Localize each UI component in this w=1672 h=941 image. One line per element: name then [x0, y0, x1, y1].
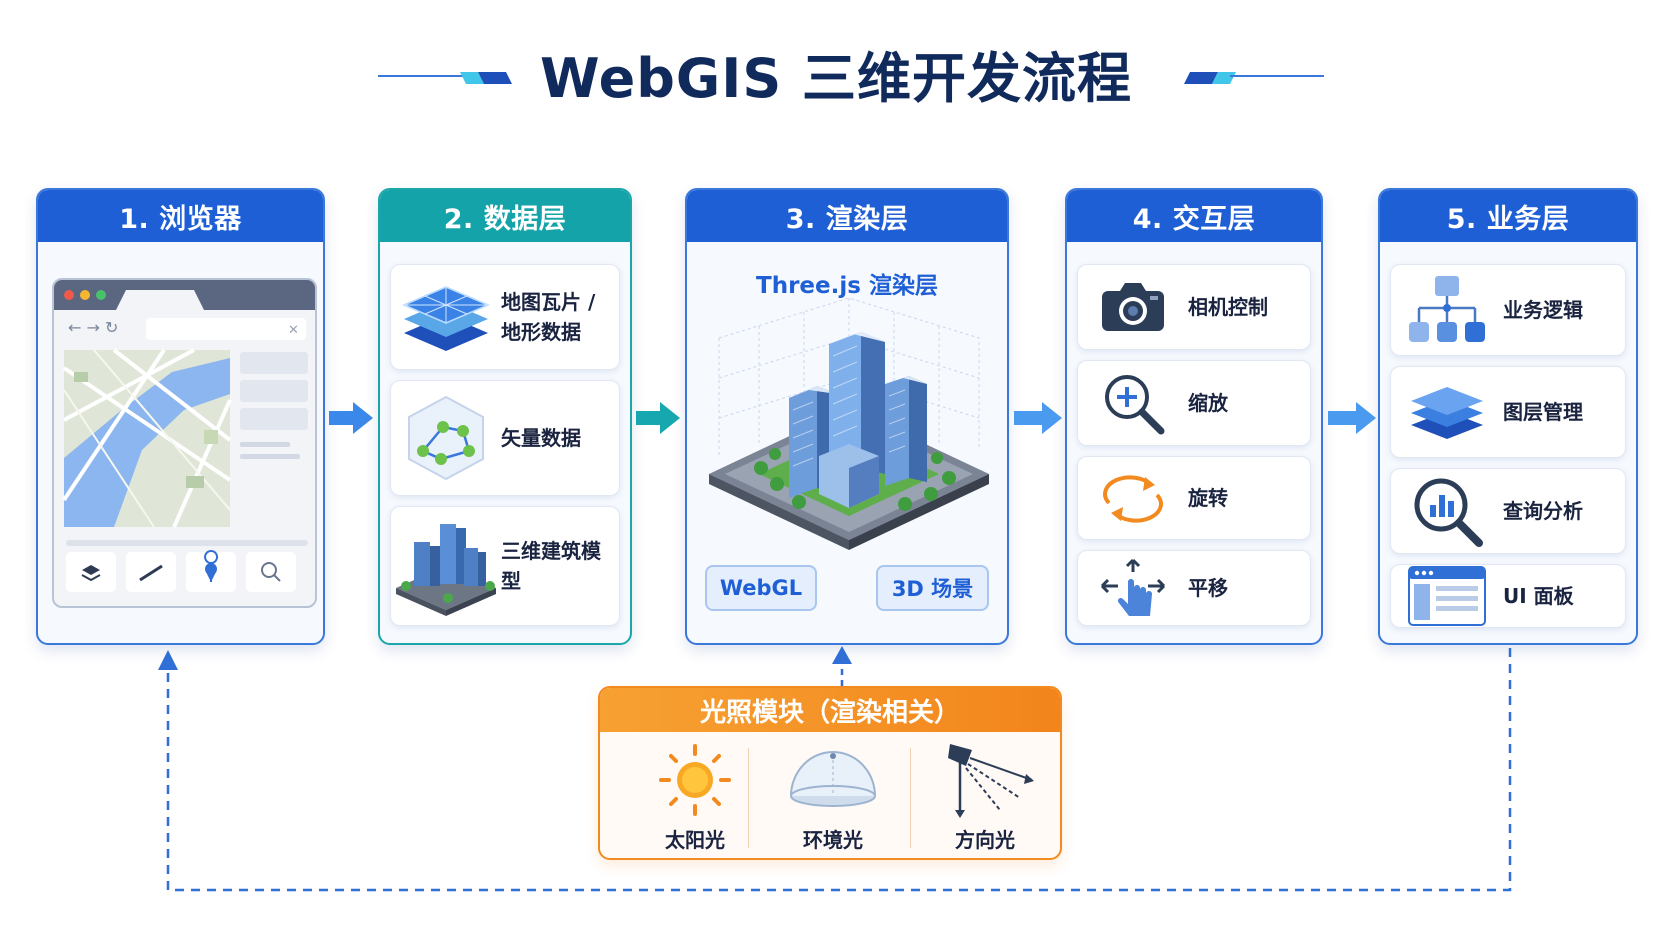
- ambient-light-label: 环境光: [803, 828, 863, 852]
- svg-text:✕: ✕: [288, 323, 299, 338]
- panel-business-layer: 5. 业务层 业务逻辑 图层管理: [1378, 188, 1638, 645]
- camera-icon: [1078, 281, 1188, 333]
- ui-panel-label: UI 面板: [1503, 584, 1574, 608]
- pan-hand-icon: [1078, 556, 1188, 620]
- arrow-interaction-to-business: [1328, 402, 1376, 434]
- spotlight-icon: [948, 744, 1034, 818]
- buildings-icon: [391, 516, 501, 616]
- card-3d-buildings[interactable]: 三维建筑模型: [390, 506, 620, 626]
- render-subtitle: Three.js 渲染层: [756, 273, 938, 299]
- directional-light-label: 方向光: [955, 828, 1015, 852]
- sun-light-label: 太阳光: [665, 828, 725, 852]
- ui-window-icon: [1391, 566, 1503, 626]
- panel-render-layer: 3. 渲染层 Three.js 渲染层: [685, 188, 1009, 645]
- vector-nodes-icon: [391, 393, 501, 483]
- panel-data-header: 2. 数据层: [380, 190, 630, 242]
- page-title: WebGIS 三维开发流程: [539, 47, 1133, 110]
- panel-browser-header: 1. 浏览器: [38, 190, 323, 242]
- hierarchy-icon: [1391, 274, 1503, 346]
- 3d-scene-pill[interactable]: 3D 场景: [876, 565, 989, 611]
- light-item-ambient[interactable]: 环境光: [758, 738, 908, 856]
- card-zoom[interactable]: 缩放: [1077, 360, 1311, 446]
- arrow-browser-to-data: [329, 402, 373, 434]
- rotate-label: 旋转: [1188, 486, 1228, 510]
- lighting-divider-1: [748, 748, 749, 848]
- title-deco-right: [1184, 72, 1324, 84]
- query-analysis-label: 查询分析: [1503, 499, 1583, 523]
- panel-render-header: 3. 渲染层: [687, 190, 1007, 242]
- business-logic-label: 业务逻辑: [1503, 298, 1583, 322]
- light-item-sun[interactable]: 太阳光: [620, 738, 770, 856]
- layers-icon: [1391, 377, 1503, 447]
- map-tiles-label: 地图瓦片 / 地形数据: [501, 287, 595, 347]
- layered-tiles-icon: [391, 275, 501, 359]
- webgl-pill[interactable]: WebGL: [705, 565, 817, 611]
- panel-interaction-layer: 4. 交互层 相机控制 缩放: [1065, 188, 1323, 645]
- title-deco-left: [378, 72, 512, 84]
- panel-business-header: 5. 业务层: [1380, 190, 1636, 242]
- card-pan[interactable]: 平移: [1077, 550, 1311, 626]
- rotate-icon: [1078, 473, 1188, 523]
- lighting-divider-2: [910, 748, 911, 848]
- panel-interaction-header: 4. 交互层: [1067, 190, 1321, 242]
- sun-icon: [659, 744, 731, 816]
- vector-data-label: 矢量数据: [501, 426, 581, 450]
- card-layer-management[interactable]: 图层管理: [1390, 366, 1626, 458]
- card-map-tiles[interactable]: 地图瓦片 / 地形数据: [390, 264, 620, 370]
- svg-text:← → ↻: ← → ↻: [68, 318, 118, 337]
- search-chart-icon: [1391, 475, 1503, 547]
- card-camera-control[interactable]: 相机控制: [1077, 264, 1311, 350]
- arrow-data-to-render: [636, 402, 680, 434]
- light-item-directional[interactable]: 方向光: [910, 738, 1060, 856]
- lighting-header: 光照模块（渲染相关）: [600, 688, 1060, 732]
- map-tiles-label-line2: 地形数据: [501, 320, 581, 344]
- layer-management-label: 图层管理: [1503, 400, 1583, 424]
- card-rotate[interactable]: 旋转: [1077, 456, 1311, 540]
- zoom-in-icon: [1078, 371, 1188, 435]
- card-ui-panel[interactable]: UI 面板: [1390, 564, 1626, 628]
- camera-control-label: 相机控制: [1188, 295, 1268, 319]
- lighting-module: 光照模块（渲染相关） 太阳光 环境光: [598, 686, 1062, 860]
- 3d-city-scene-illustration: [709, 298, 989, 550]
- pan-label: 平移: [1188, 576, 1228, 600]
- card-query-analysis[interactable]: 查询分析: [1390, 468, 1626, 554]
- dome-icon: [790, 751, 876, 807]
- browser-illustration: ← → ↻ ✕: [54, 280, 315, 592]
- card-business-logic[interactable]: 业务逻辑: [1390, 264, 1626, 356]
- panel-browser: 1. 浏览器 ← → ↻ ✕: [36, 188, 325, 645]
- card-vector-data[interactable]: 矢量数据: [390, 380, 620, 496]
- map-tiles-label-line1: 地图瓦片 /: [501, 290, 596, 314]
- panel-data-layer: 2. 数据层 地图瓦片 / 地形数据: [378, 188, 632, 645]
- arrow-render-to-interaction: [1014, 402, 1062, 434]
- zoom-label: 缩放: [1188, 391, 1228, 415]
- browser-window-mock: ← → ↻ ✕: [52, 278, 317, 608]
- 3d-buildings-label: 三维建筑模型: [501, 539, 601, 593]
